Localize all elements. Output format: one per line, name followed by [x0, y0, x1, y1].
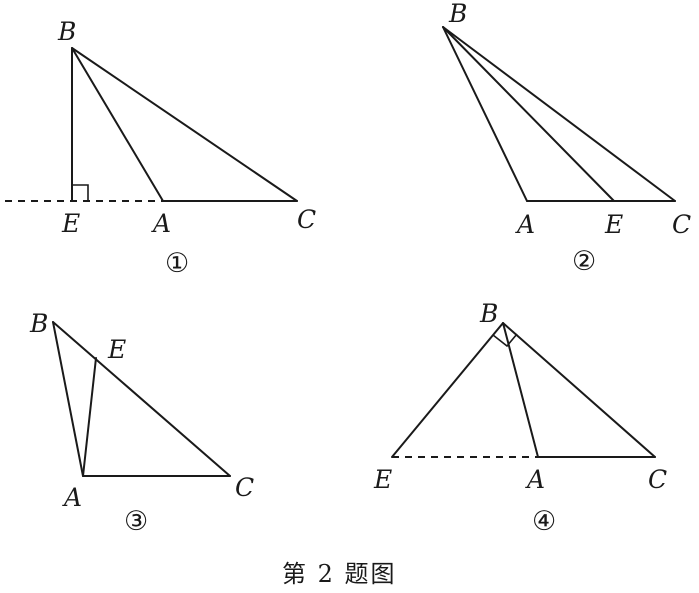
panel-4: B E A C ④ [373, 299, 667, 537]
panel-4-segment-BC [502, 322, 656, 458]
panel-1: B E A C ① [5, 17, 316, 279]
panel-2-label-E: E [604, 210, 623, 239]
panel-2-segment-BE [442, 26, 615, 202]
panel-1-segment-BC [71, 47, 298, 202]
panel-2-label-A: A [515, 210, 535, 239]
figure-caption: 第 2 题图 [282, 560, 397, 588]
panel-4-number: ④ [532, 506, 556, 537]
panel-3-label-B: B [29, 309, 48, 338]
panel-4-label-A: A [525, 465, 545, 494]
panel-4-right-angle-mark [492, 333, 518, 348]
panel-2-label-B: B [448, 0, 467, 28]
panel-3-segment-AE [82, 357, 97, 477]
panel-1-segment-BA [71, 47, 164, 202]
panel-1-label-C: C [297, 205, 316, 234]
panel-2-label-C: C [672, 210, 691, 239]
panel-2: B A E C ② [442, 0, 691, 277]
panel-1-right-angle-mark [72, 184, 89, 201]
panel-4-segment-BE [391, 322, 504, 458]
panel-1-number: ① [165, 248, 189, 279]
panel-1-label-A: A [151, 209, 171, 238]
panel-2-segment-BC [442, 26, 676, 202]
panel-3-number: ③ [124, 506, 148, 537]
panel-4-label-C: C [648, 465, 667, 494]
panel-3-label-E: E [107, 335, 126, 364]
panel-4-segment-BA [502, 322, 539, 458]
panel-2-number: ② [572, 246, 596, 277]
panel-3-label-A: A [62, 483, 82, 512]
panel-3-segment-BA [52, 321, 84, 477]
panel-1-label-B: B [57, 17, 76, 46]
panel-4-label-B: B [479, 299, 498, 328]
panel-1-label-E: E [61, 209, 80, 238]
panel-2-segment-BA [442, 26, 528, 202]
panel-4-label-E: E [373, 465, 392, 494]
panel-3-segment-BC [52, 321, 231, 477]
panel-3-label-C: C [235, 473, 254, 502]
panel-3: B E A C ③ [29, 309, 254, 537]
